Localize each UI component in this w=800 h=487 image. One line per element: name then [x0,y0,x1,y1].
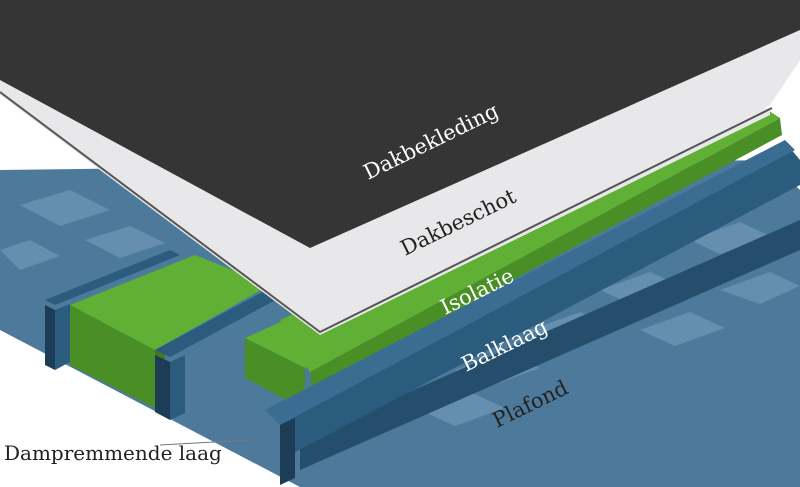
beam-2 [155,288,285,420]
insulation-layer-edge [310,118,782,388]
ceiling-front-edge [300,220,800,470]
roofing-plane [0,0,800,248]
beam-layer-top [265,140,795,425]
insulation-layer [280,105,780,372]
beam-front-cap [280,418,295,485]
vapor-barrier-line [159,439,251,446]
roof-deck-edge [0,91,773,334]
label-vapor-barrier: Dampremmende laag [4,441,222,465]
beam-layer [280,148,800,455]
beam-1 [45,250,180,370]
